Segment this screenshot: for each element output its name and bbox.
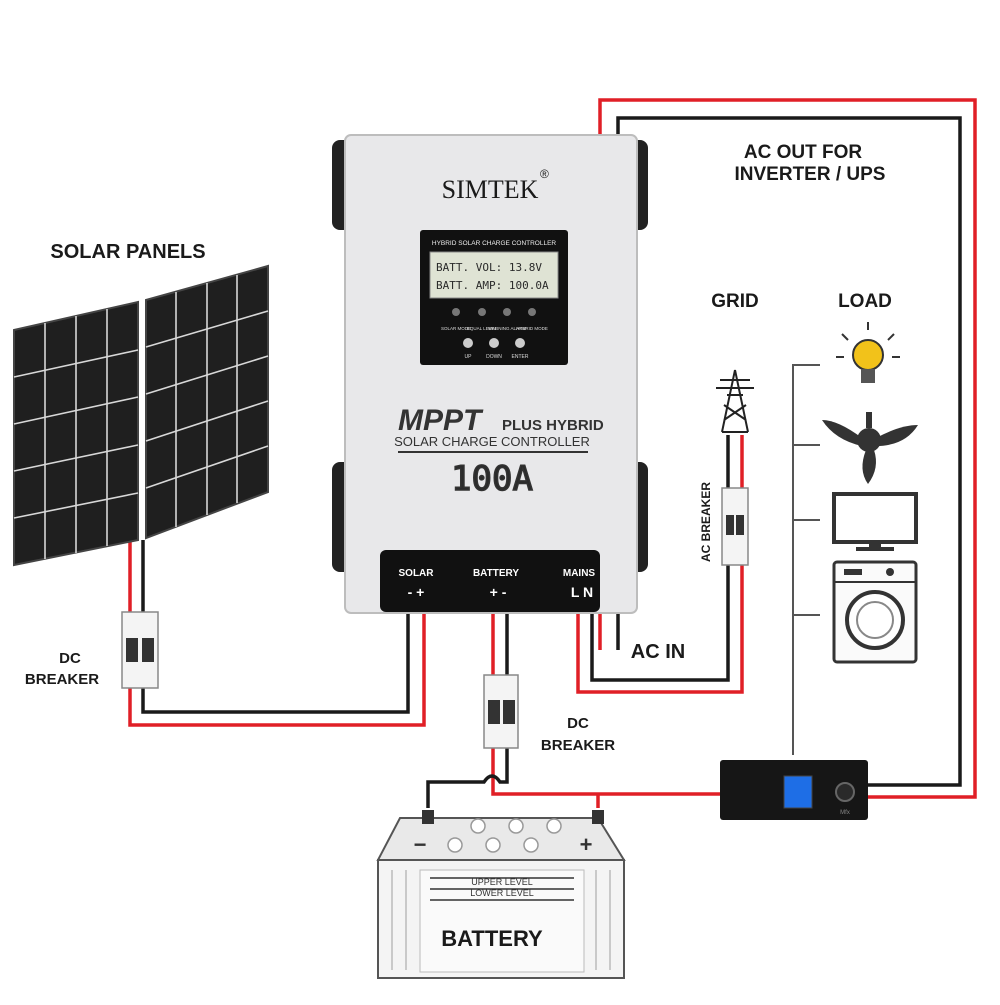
battery-label-panel	[419, 869, 585, 973]
terminal-solar-polarity: - +	[408, 584, 425, 600]
terminal-mains-label: MAINS	[563, 568, 596, 579]
battery-neg-sign: −	[414, 832, 427, 857]
battery-pos-terminal	[592, 810, 604, 824]
lcd-line-2: BATT. AMP: 100.0A	[436, 279, 549, 292]
dc-breaker-mid: DC BREAKER	[483, 674, 615, 754]
charge-controller: SIMTEK ® HYBRID SOLAR CHARGE CONTROLLER …	[332, 134, 648, 614]
brand-logo: SIMTEK	[442, 175, 539, 204]
lcd-line-1: BATT. VOL: 13.8V	[436, 261, 542, 274]
terminal-mains-polarity: L N	[571, 584, 593, 600]
washing-machine-icon	[832, 560, 918, 664]
display-panel-title: HYBRID SOLAR CHARGE CONTROLLER	[432, 240, 557, 247]
battery-pos-sign: +	[580, 832, 593, 857]
battery-neg-wire	[426, 748, 509, 808]
battery-lower-level: LOWER LEVEL	[470, 888, 534, 898]
indicator-solar-mode: SOLAR MODE	[441, 326, 471, 331]
load-bus-wire	[792, 364, 820, 755]
terminal-solar-label: SOLAR	[399, 568, 435, 579]
battery: − + UPPER LEVEL LOWER LEVEL BATTERY	[376, 810, 626, 979]
enter-button[interactable]	[515, 338, 525, 348]
ac-in-label: AC IN	[631, 641, 685, 663]
terminal-battery-polarity: + -	[490, 584, 507, 600]
ceiling-fan-icon	[822, 412, 918, 484]
up-button[interactable]	[463, 338, 473, 348]
monitor-icon	[832, 492, 918, 551]
battery-upper-level: UPPER LEVEL	[471, 877, 533, 887]
rating-text: 100A	[451, 459, 533, 499]
solar-cell-grid	[13, 275, 269, 559]
terminal-battery-label: BATTERY	[473, 568, 519, 579]
battery-pos-wire	[491, 748, 720, 796]
grid: GRID AC BREAKER AC IN	[631, 291, 759, 663]
terminal-block	[380, 550, 600, 612]
dc-breaker-left-label-1: DC	[59, 650, 81, 667]
battery-label: BATTERY	[441, 926, 543, 951]
grid-label: GRID	[711, 291, 759, 312]
load: LOAD	[822, 291, 918, 664]
solar-panels-label: SOLAR PANELS	[50, 241, 205, 263]
down-button[interactable]	[489, 338, 499, 348]
controller-body	[344, 134, 638, 614]
mains-l-wire	[576, 565, 744, 694]
dc-breaker-left: DC BREAKER	[25, 611, 159, 689]
bulb-icon	[836, 322, 900, 383]
ac-out-label-1: AC OUT FOR	[744, 142, 862, 163]
indicator-hybrid-mode: HYBRID MODE	[516, 326, 548, 331]
inverter-power-button[interactable]	[835, 782, 855, 802]
enter-button-label: ENTER	[512, 354, 529, 360]
solar-panels: SOLAR PANELS	[13, 241, 269, 567]
mppt-logo: MPPT	[398, 404, 484, 437]
inverter-display	[783, 775, 813, 809]
dc-breaker-mid-label-2: BREAKER	[541, 737, 615, 754]
dc-breaker-mid-label-1: DC	[567, 715, 589, 732]
ac-breaker	[721, 487, 749, 566]
brand-registered-mark: ®	[540, 167, 549, 181]
indicator-warning-alarm: WARNING ALARM	[488, 326, 526, 331]
mains-n-wire	[590, 565, 730, 682]
ac-out-label-2: INVERTER / UPS	[735, 164, 886, 185]
inverter-mark: Mfx	[840, 810, 850, 816]
dc-breaker-left-label-2: BREAKER	[25, 671, 99, 688]
battery-neg-terminal	[422, 810, 434, 824]
ac-out-black-wire	[616, 116, 962, 787]
solar-neg-wire	[141, 612, 410, 714]
ac-breaker-label: AC BREAKER	[699, 482, 713, 562]
down-button-label: DOWN	[486, 354, 502, 360]
indicator-leds	[452, 308, 536, 316]
up-button-label: UP	[465, 354, 473, 360]
transmission-tower-icon	[716, 369, 754, 433]
inverter: Mfx	[720, 760, 868, 820]
load-label: LOAD	[838, 291, 892, 312]
solar-pos-wire	[128, 612, 426, 727]
indicator-equal-level: EQUAL LEVEL	[467, 326, 498, 331]
controller-subtitle: SOLAR CHARGE CONTROLLER	[394, 434, 590, 449]
battery-vent-caps	[447, 818, 562, 853]
battery-ribs	[391, 870, 611, 970]
plus-hybrid-text: PLUS HYBRID	[502, 417, 604, 434]
lcd-screen	[429, 251, 559, 299]
